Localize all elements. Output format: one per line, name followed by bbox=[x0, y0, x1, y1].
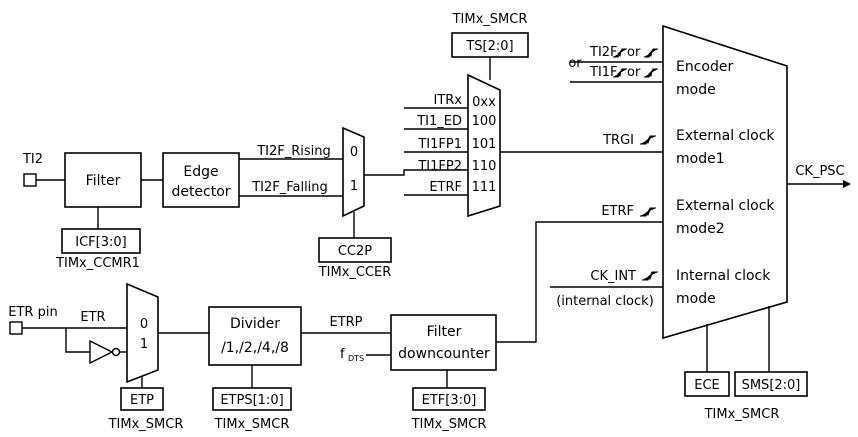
trgi-label: TRGI bbox=[602, 133, 634, 148]
etp-field-box bbox=[120, 387, 164, 411]
etrf-mode2-label: ETRF bbox=[601, 204, 634, 219]
ti2f-rising-edge-icon bbox=[613, 48, 627, 58]
trgi-edge-icon bbox=[640, 135, 656, 145]
mode-ext2-line2: mode2 bbox=[676, 221, 725, 237]
mode-encoder-line1: Encoder bbox=[676, 59, 733, 75]
internal-clock-label: (internal clock) bbox=[556, 294, 654, 309]
etps-register-label: TIMx_SMCR bbox=[214, 417, 290, 432]
ti2f-rising-label: TI2F_Rising bbox=[256, 144, 331, 159]
cc2p-mux-input-1: 1 bbox=[350, 179, 358, 194]
etrf-mode2-wire bbox=[496, 221, 663, 343]
ck-psc-arrow-icon bbox=[843, 180, 851, 188]
divider-label-line1: Divider bbox=[230, 316, 280, 332]
etf-field-box bbox=[412, 387, 486, 411]
or-word-top: or bbox=[568, 56, 582, 71]
mode-ext1-line1: External clock bbox=[676, 128, 775, 144]
ts-code-2: 101 bbox=[472, 137, 497, 152]
smcr-register-label: TIMx_SMCR bbox=[704, 407, 780, 422]
divider-label-line2: /1,/2,/4,/8 bbox=[221, 340, 289, 356]
mode-ext1-line2: mode1 bbox=[676, 151, 725, 167]
fdts-label: f bbox=[340, 347, 345, 362]
etr-pin bbox=[9, 321, 23, 335]
clock-mode-mux bbox=[662, 24, 788, 340]
etp-mux-input-1: 1 bbox=[140, 337, 148, 352]
edge-label-line2: detector bbox=[171, 184, 230, 200]
mode-int-line2: mode bbox=[676, 291, 716, 307]
cc2p-to-ts-wire bbox=[364, 169, 468, 176]
sms-field-label: SMS[2:0] bbox=[742, 378, 801, 393]
inverter-icon bbox=[89, 339, 114, 365]
mode-encoder-line2: mode bbox=[676, 82, 716, 98]
ts-input-ti1fp2: TI1FP2 bbox=[417, 159, 462, 174]
ti2f-or-label: TI2F bbox=[589, 45, 618, 60]
ts-mux bbox=[467, 73, 501, 218]
etp-mux-input-0: 0 bbox=[140, 317, 148, 332]
ti1f-rising-edge-icon bbox=[613, 68, 627, 78]
etf-field-label: ETF[3:0] bbox=[422, 393, 477, 408]
filter-downcounter-block bbox=[390, 314, 497, 371]
icf-field-label: ICF[3:0] bbox=[75, 235, 126, 250]
ck-psc-label: CK_PSC bbox=[795, 164, 844, 179]
ck-int-edge-icon bbox=[642, 271, 658, 281]
mode-int-line1: Internal clock bbox=[676, 268, 771, 284]
or-word-ti1f: or bbox=[627, 65, 641, 80]
etrp-label: ETRP bbox=[329, 315, 362, 330]
edge-detector-block bbox=[162, 152, 240, 208]
etrf-edge-icon bbox=[640, 207, 656, 217]
etp-mux bbox=[126, 282, 159, 384]
fdc-label-line2: downcounter bbox=[398, 346, 490, 362]
etr-pin-label: ETR pin bbox=[8, 305, 57, 320]
mode-ext2-line1: External clock bbox=[676, 198, 775, 214]
ts-code-0: 0xx bbox=[472, 95, 496, 110]
inverter-branch-wire bbox=[65, 328, 90, 353]
ece-field-label: ECE bbox=[694, 378, 720, 393]
fdc-label-line1: Filter bbox=[427, 324, 462, 340]
etps-field-box bbox=[212, 387, 292, 411]
cc2p-mux bbox=[342, 126, 365, 218]
ts-input-itrx: ITRx bbox=[433, 93, 462, 108]
etp-register-label: TIMx_SMCR bbox=[108, 417, 184, 432]
sms-field-box bbox=[734, 371, 808, 397]
ti2f-falling-edge-icon bbox=[644, 48, 658, 58]
ts-input-etrf: ETRF bbox=[429, 180, 462, 195]
ts-register-label: TIMx_SMCR bbox=[452, 12, 528, 27]
filter-label: Filter bbox=[86, 173, 121, 189]
edge-label-line1: Edge bbox=[183, 164, 218, 180]
etf-register-label: TIMx_SMCR bbox=[411, 417, 487, 432]
cc2p-field-label: CC2P bbox=[338, 244, 372, 259]
or-word-ti2f: or bbox=[627, 45, 641, 60]
icf-field-box bbox=[61, 228, 141, 254]
ti1f-or-label: TI1F bbox=[589, 65, 618, 80]
ts-field-label: TS[2:0] bbox=[465, 39, 513, 54]
etr-label: ETR bbox=[80, 310, 105, 325]
divider-block bbox=[208, 306, 302, 366]
inverter-bubble-icon bbox=[111, 347, 121, 357]
ck-int-label: CK_INT bbox=[590, 269, 636, 284]
filter-block bbox=[64, 152, 142, 208]
ts-code-4: 111 bbox=[472, 180, 497, 195]
ti2-pin bbox=[23, 173, 37, 187]
ts-code-3: 110 bbox=[472, 159, 497, 174]
ti1f-falling-edge-icon bbox=[644, 68, 658, 78]
cc2p-field-box bbox=[318, 237, 392, 263]
cc2p-register-label: TIMx_CCER bbox=[318, 265, 392, 280]
ts-input-ti1fp1: TI1FP1 bbox=[417, 137, 462, 152]
ts-input-ti1ed: TI1_ED bbox=[416, 114, 462, 129]
ts-code-1: 100 bbox=[472, 114, 497, 129]
etps-field-label: ETPS[1:0] bbox=[220, 393, 283, 408]
ti2f-falling-label: TI2F_Falling bbox=[251, 180, 328, 195]
icf-register-label: TIMx_CCMR1 bbox=[55, 256, 140, 271]
ece-field-box bbox=[684, 371, 730, 397]
ti2-pin-label: TI2 bbox=[22, 152, 43, 167]
fdts-subscript: DTS bbox=[348, 354, 364, 363]
cc2p-mux-input-0: 0 bbox=[350, 145, 358, 160]
etp-field-label: ETP bbox=[130, 393, 154, 408]
